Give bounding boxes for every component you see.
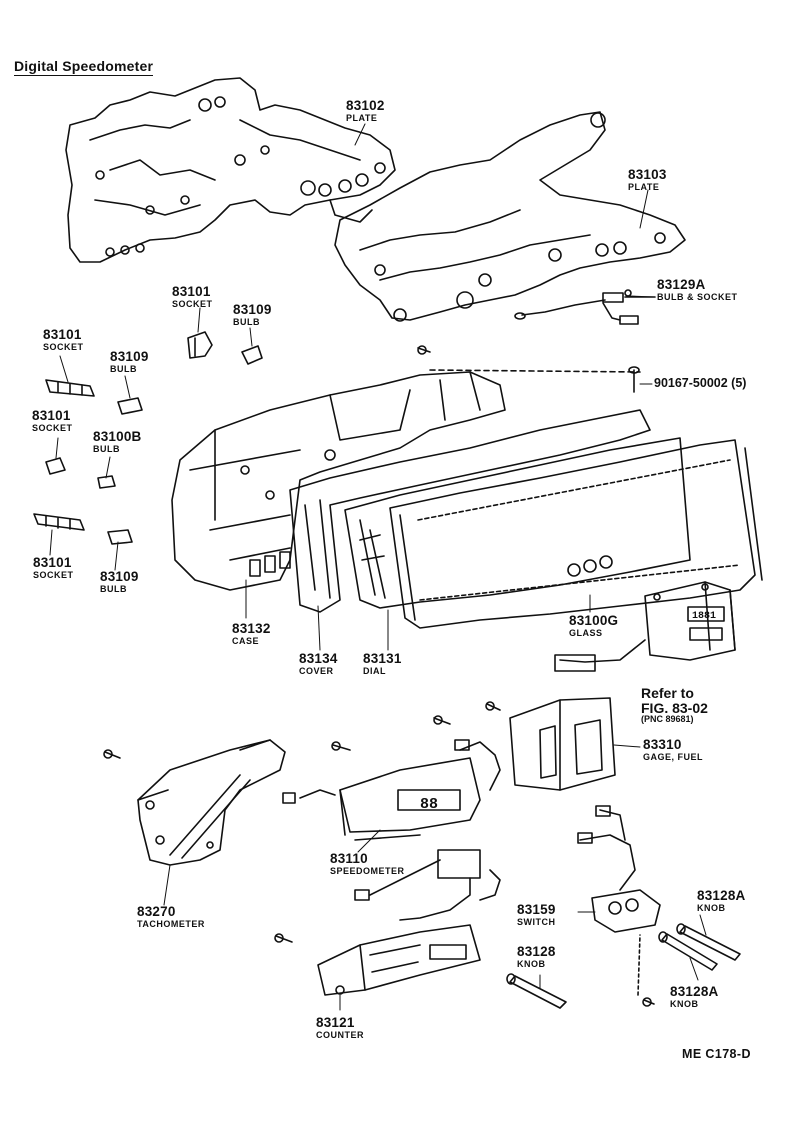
part-number: 83128A [670,984,719,999]
part-name: BULB [100,583,127,594]
part-number: 83101 [172,284,211,299]
plate-83102 [65,77,396,263]
part-name: SPEEDOMETER [330,865,405,876]
part-number: 83128A [697,888,746,903]
part-number: 83129A [657,277,706,292]
callout-83128: 83128 KNOB [517,945,556,969]
part-name: BULB [233,316,260,327]
part-name: DIAL [363,665,386,676]
callout-83101-c: 83101 SOCKET [32,409,73,433]
part-number: 83310 [643,737,682,752]
refer-line-2: FIG. 83-02 [641,699,708,716]
part-number: 83132 [232,621,271,636]
small-sockets-bulbs [33,331,263,545]
callout-83128a-lower: 83128A KNOB [670,985,719,1009]
part-name: BULB [93,443,120,454]
callout-83109-a: 83109 BULB [233,303,272,327]
fuel-gage-83310 [509,697,616,791]
gauge-module [554,581,736,672]
callout-83121: 83121 COUNTER [316,1016,364,1040]
screw-callout: 90167-50002 (5) [654,376,747,390]
bulb-socket-83129a [514,289,656,325]
part-name: COUNTER [316,1029,364,1040]
part-number: 83100B [93,429,142,444]
callout-83128a-upper: 83128A KNOB [697,889,746,913]
reference-note: Refer to FIG. 83-02 (PNC 89681) [641,686,708,725]
part-name: GLASS [569,627,603,638]
gauge-readout: 1881 [692,611,716,622]
screws [103,345,655,1007]
part-name: TACHOMETER [137,918,205,929]
tachometer-83270 [137,739,286,866]
callout-83134: 83134 COVER [299,652,338,676]
refer-line-3: (PNC 89681) [641,714,694,725]
plate-83103 [334,111,686,322]
part-name: KNOB [517,958,546,969]
part-name: SOCKET [32,422,73,433]
callout-83270: 83270 TACHOMETER [137,905,205,929]
part-name: COVER [299,665,334,676]
callout-83132: 83132 CASE [232,622,271,646]
part-number: 83101 [43,327,82,342]
part-number: 83270 [137,904,176,919]
callout-83129a: 83129A BULB & SOCKET [657,278,738,302]
part-number: 83101 [33,555,72,570]
part-number: 83109 [233,302,272,317]
wire-harness [354,849,501,921]
part-name: BULB [110,363,137,374]
counter-83121 [317,924,481,996]
part-number: 83128 [517,944,556,959]
page-title: Digital Speedometer [14,58,154,76]
part-name: CASE [232,635,260,646]
part-number: 83102 [346,98,385,113]
part-number: 83110 [330,851,368,866]
part-number: 83101 [32,408,71,423]
part-number: 83131 [363,651,402,666]
callout-83310: 83310 GAGE, FUEL [643,738,703,762]
part-number: 83109 [110,349,149,364]
refer-line-1: Refer to [641,685,694,701]
callout-83103: 83103 PLATE [628,168,667,192]
callout-83109-c: 83109 BULB [100,570,139,594]
leader-lines [49,123,707,1011]
part-number: 83103 [628,167,667,182]
callout-83100g: 83100G GLASS [569,614,618,638]
figure-code: ME C178-D [682,1047,751,1061]
callout-83110: 83110 SPEEDOMETER [330,852,405,876]
part-name: PLATE [346,112,378,123]
part-name: GAGE, FUEL [643,751,704,762]
part-name: KNOB [697,902,726,913]
knobs [506,923,741,1009]
part-number: 83100G [569,613,619,628]
speedometer-83110 [282,739,501,841]
part-name: KNOB [670,998,699,1009]
callout-83109-b: 83109 BULB [110,350,149,374]
part-number: 83134 [299,651,338,666]
speedometer-readout: 88 [420,796,438,813]
dial-83131 [344,437,691,609]
callout-83131: 83131 DIAL [363,652,402,676]
cover-83134 [289,409,651,613]
callout-83102: 83102 PLATE [346,99,385,123]
part-number: 83159 [517,902,556,917]
callout-83159: 83159 SWITCH [517,903,556,927]
callout-83101-a: 83101 SOCKET [172,285,213,309]
part-name: SOCKET [172,298,213,309]
part-name: SWITCH [517,916,556,927]
callout-83101-d: 83101 SOCKET [33,556,74,580]
switch-83159 [577,805,661,996]
part-name: SOCKET [43,341,84,352]
case-83132 [171,371,506,591]
callout-83101-b: 83101 SOCKET [43,328,84,352]
part-number: 83109 [100,569,139,584]
part-name: SOCKET [33,569,74,580]
part-name: BULB & SOCKET [657,291,738,302]
part-name: PLATE [628,181,660,192]
glass-83100g [389,369,763,629]
part-number: 83121 [316,1015,355,1030]
callout-83100b: 83100B BULB [93,430,142,454]
